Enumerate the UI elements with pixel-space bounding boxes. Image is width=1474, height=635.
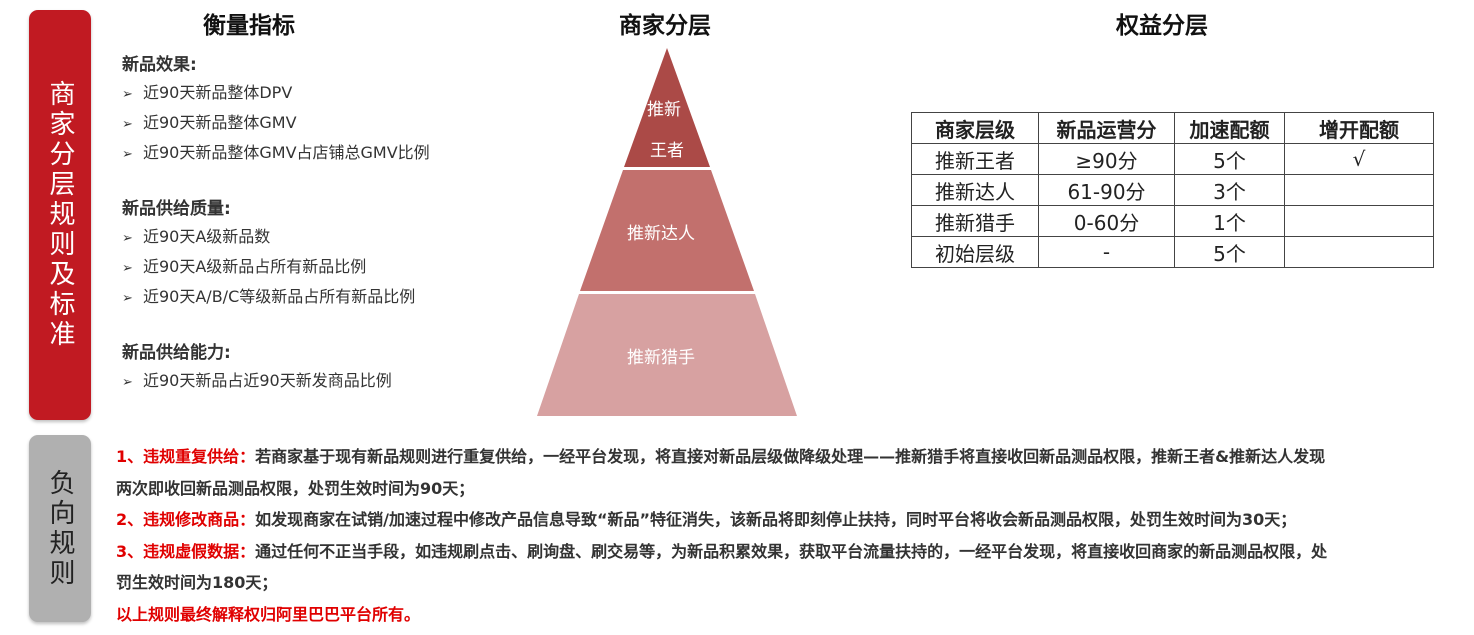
metric-item: ➢ 近90天A/B/C等级新品占所有新品比例 <box>122 282 522 312</box>
cell-score: - <box>1038 236 1175 268</box>
arrow-bullet-icon: ➢ <box>122 291 133 306</box>
cell-extra <box>1284 236 1434 268</box>
tier-middle-segment <box>580 170 754 291</box>
metric-text: 近90天新品整体GMV <box>143 113 297 132</box>
cell-accel: 5个 <box>1174 143 1285 175</box>
rule-1-text: 若商家基于现有新品规则进行重复供给，一经平台发现，将直接对新品层级做降级处理——… <box>255 447 1326 466</box>
metric-group-title: 新品供给质量: <box>122 199 231 219</box>
negative-rules-block: 负向规则 <box>29 435 91 622</box>
negative-rules-label: 负向规则 <box>45 468 75 589</box>
header-accel-quota: 加速配额 <box>1174 112 1285 144</box>
cell-tier: 推新王者 <box>911 143 1039 175</box>
metric-group-title: 新品供给能力: <box>122 343 231 363</box>
table-row: 推新王者 ≥90分 5个 √ <box>911 143 1434 175</box>
rule-3-line-1: 3、违规虚假数据：通过任何不正当手段，如违规刷点击、刷询盘、刷交易等，为新品积累… <box>116 536 1436 568</box>
rule-3-line-2: 罚生效时间为180天； <box>116 573 278 592</box>
table-row: 推新达人 61-90分 3个 <box>911 174 1434 206</box>
pyramid-shape <box>537 48 797 416</box>
cell-accel: 5个 <box>1174 236 1285 268</box>
tier-top-segment <box>624 48 710 167</box>
cell-accel: 1个 <box>1174 205 1285 237</box>
benefits-title: 权益分层 <box>1116 13 1208 39</box>
cell-extra <box>1284 205 1434 237</box>
metric-item: ➢ 近90天新品整体GMV <box>122 108 522 138</box>
tier-bottom-segment <box>537 294 797 416</box>
header-tier: 商家层级 <box>911 112 1039 144</box>
arrow-bullet-icon: ➢ <box>122 87 133 102</box>
metric-text: 近90天A级新品占所有新品比例 <box>143 257 367 276</box>
arrow-bullet-icon: ➢ <box>122 261 133 276</box>
metric-text: 近90天新品整体DPV <box>143 83 293 102</box>
metrics-title: 衡量指标 <box>203 13 295 39</box>
merchant-tier-pyramid: 推新 王者 推新达人 推新猎手 <box>537 48 797 416</box>
rules-standards-label: 商家分层规则及标准 <box>45 80 75 350</box>
metric-group-capacity: 新品供给能力: ➢ 近90天新品占近90天新发商品比例 <box>122 340 522 396</box>
metric-item: ➢ 近90天A级新品占所有新品比例 <box>122 252 522 282</box>
rule-1-key: 1、违规重复供给： <box>116 447 256 466</box>
negative-rules-text: 1、违规重复供给：若商家基于现有新品规则进行重复供给，一经平台发现，将直接对新品… <box>116 441 1436 630</box>
arrow-bullet-icon: ➢ <box>122 231 133 246</box>
metric-item: ➢ 近90天A级新品数 <box>122 222 522 252</box>
metric-text: 近90天A级新品数 <box>143 227 271 246</box>
rules-footer-note: 以上规则最终解释权归阿里巴巴平台所有。 <box>116 604 421 624</box>
cell-score: ≥90分 <box>1038 143 1175 175</box>
cell-score: 0-60分 <box>1038 205 1175 237</box>
metric-item: ➢ 近90天新品整体DPV <box>122 78 522 108</box>
table-header-row: 商家层级 新品运营分 加速配额 增开配额 <box>911 112 1434 144</box>
metric-item: ➢ 近90天新品整体GMV占店铺总GMV比例 <box>122 138 522 168</box>
metric-text: 近90天新品占近90天新发商品比例 <box>143 371 392 390</box>
metric-group-title: 新品效果: <box>122 55 197 75</box>
rule-2-text: 如发现商家在试销/加速过程中修改产品信息导致“新品”特征消失，该新品将即刻停止扶… <box>255 510 1297 529</box>
cell-extra <box>1284 174 1434 206</box>
table-row: 初始层级 - 5个 <box>911 236 1434 268</box>
cell-accel: 3个 <box>1174 174 1285 206</box>
rule-1-line-1: 1、违规重复供给：若商家基于现有新品规则进行重复供给，一经平台发现，将直接对新品… <box>116 441 1436 473</box>
cell-tier: 推新猎手 <box>911 205 1039 237</box>
table-row: 推新猎手 0-60分 1个 <box>911 205 1434 237</box>
metric-group-quality: 新品供给质量: ➢ 近90天A级新品数 ➢ 近90天A级新品占所有新品比例 ➢ 近90… <box>122 196 522 312</box>
metric-text: 近90天A/B/C等级新品占所有新品比例 <box>143 287 416 306</box>
cell-tier: 推新达人 <box>911 174 1039 206</box>
metrics-list: 新品效果: ➢ 近90天新品整体DPV ➢ 近90天新品整体GMV ➢ 近90天新品整… <box>122 52 522 424</box>
tier-king-label-line2: 王者 <box>650 141 684 161</box>
header-extra-quota: 增开配额 <box>1284 112 1434 144</box>
rule-2-key: 2、违规修改商品： <box>116 510 256 529</box>
metric-group-effect: 新品效果: ➢ 近90天新品整体DPV ➢ 近90天新品整体GMV ➢ 近90天新品整… <box>122 52 522 168</box>
rule-1-line-2: 两次即收回新品测品权限，处罚生效时间为90天； <box>116 478 475 498</box>
rule-3-key: 3、违规虚假数据： <box>116 541 256 561</box>
metric-item: ➢ 近90天新品占近90天新发商品比例 <box>122 366 522 396</box>
tier-hunter-label: 推新猎手 <box>627 348 695 368</box>
rule-3-text: 通过任何不正当手段，如违规刷点击、刷询盘、刷交易等，为新品积累效果，获取平台流量… <box>255 541 1328 561</box>
cell-extra: √ <box>1284 143 1434 175</box>
tiers-title: 商家分层 <box>619 13 711 39</box>
arrow-bullet-icon: ➢ <box>122 147 133 162</box>
tier-king-label-line1: 推新 <box>647 100 681 120</box>
arrow-bullet-icon: ➢ <box>122 375 133 390</box>
rule-2-line-1: 2、违规修改商品：如发现商家在试销/加速过程中修改产品信息导致“新品”特征消失，… <box>116 504 1436 536</box>
header-score: 新品运营分 <box>1038 112 1175 144</box>
metric-text: 近90天新品整体GMV占店铺总GMV比例 <box>143 143 430 162</box>
tier-expert-label: 推新达人 <box>627 224 695 244</box>
rules-standards-block: 商家分层规则及标准 <box>29 10 91 420</box>
cell-tier: 初始层级 <box>911 236 1039 268</box>
benefits-table: 商家层级 新品运营分 加速配额 增开配额 推新王者 ≥90分 5个 √ 推新达人… <box>911 112 1434 268</box>
cell-score: 61-90分 <box>1038 174 1175 206</box>
arrow-bullet-icon: ➢ <box>122 117 133 132</box>
